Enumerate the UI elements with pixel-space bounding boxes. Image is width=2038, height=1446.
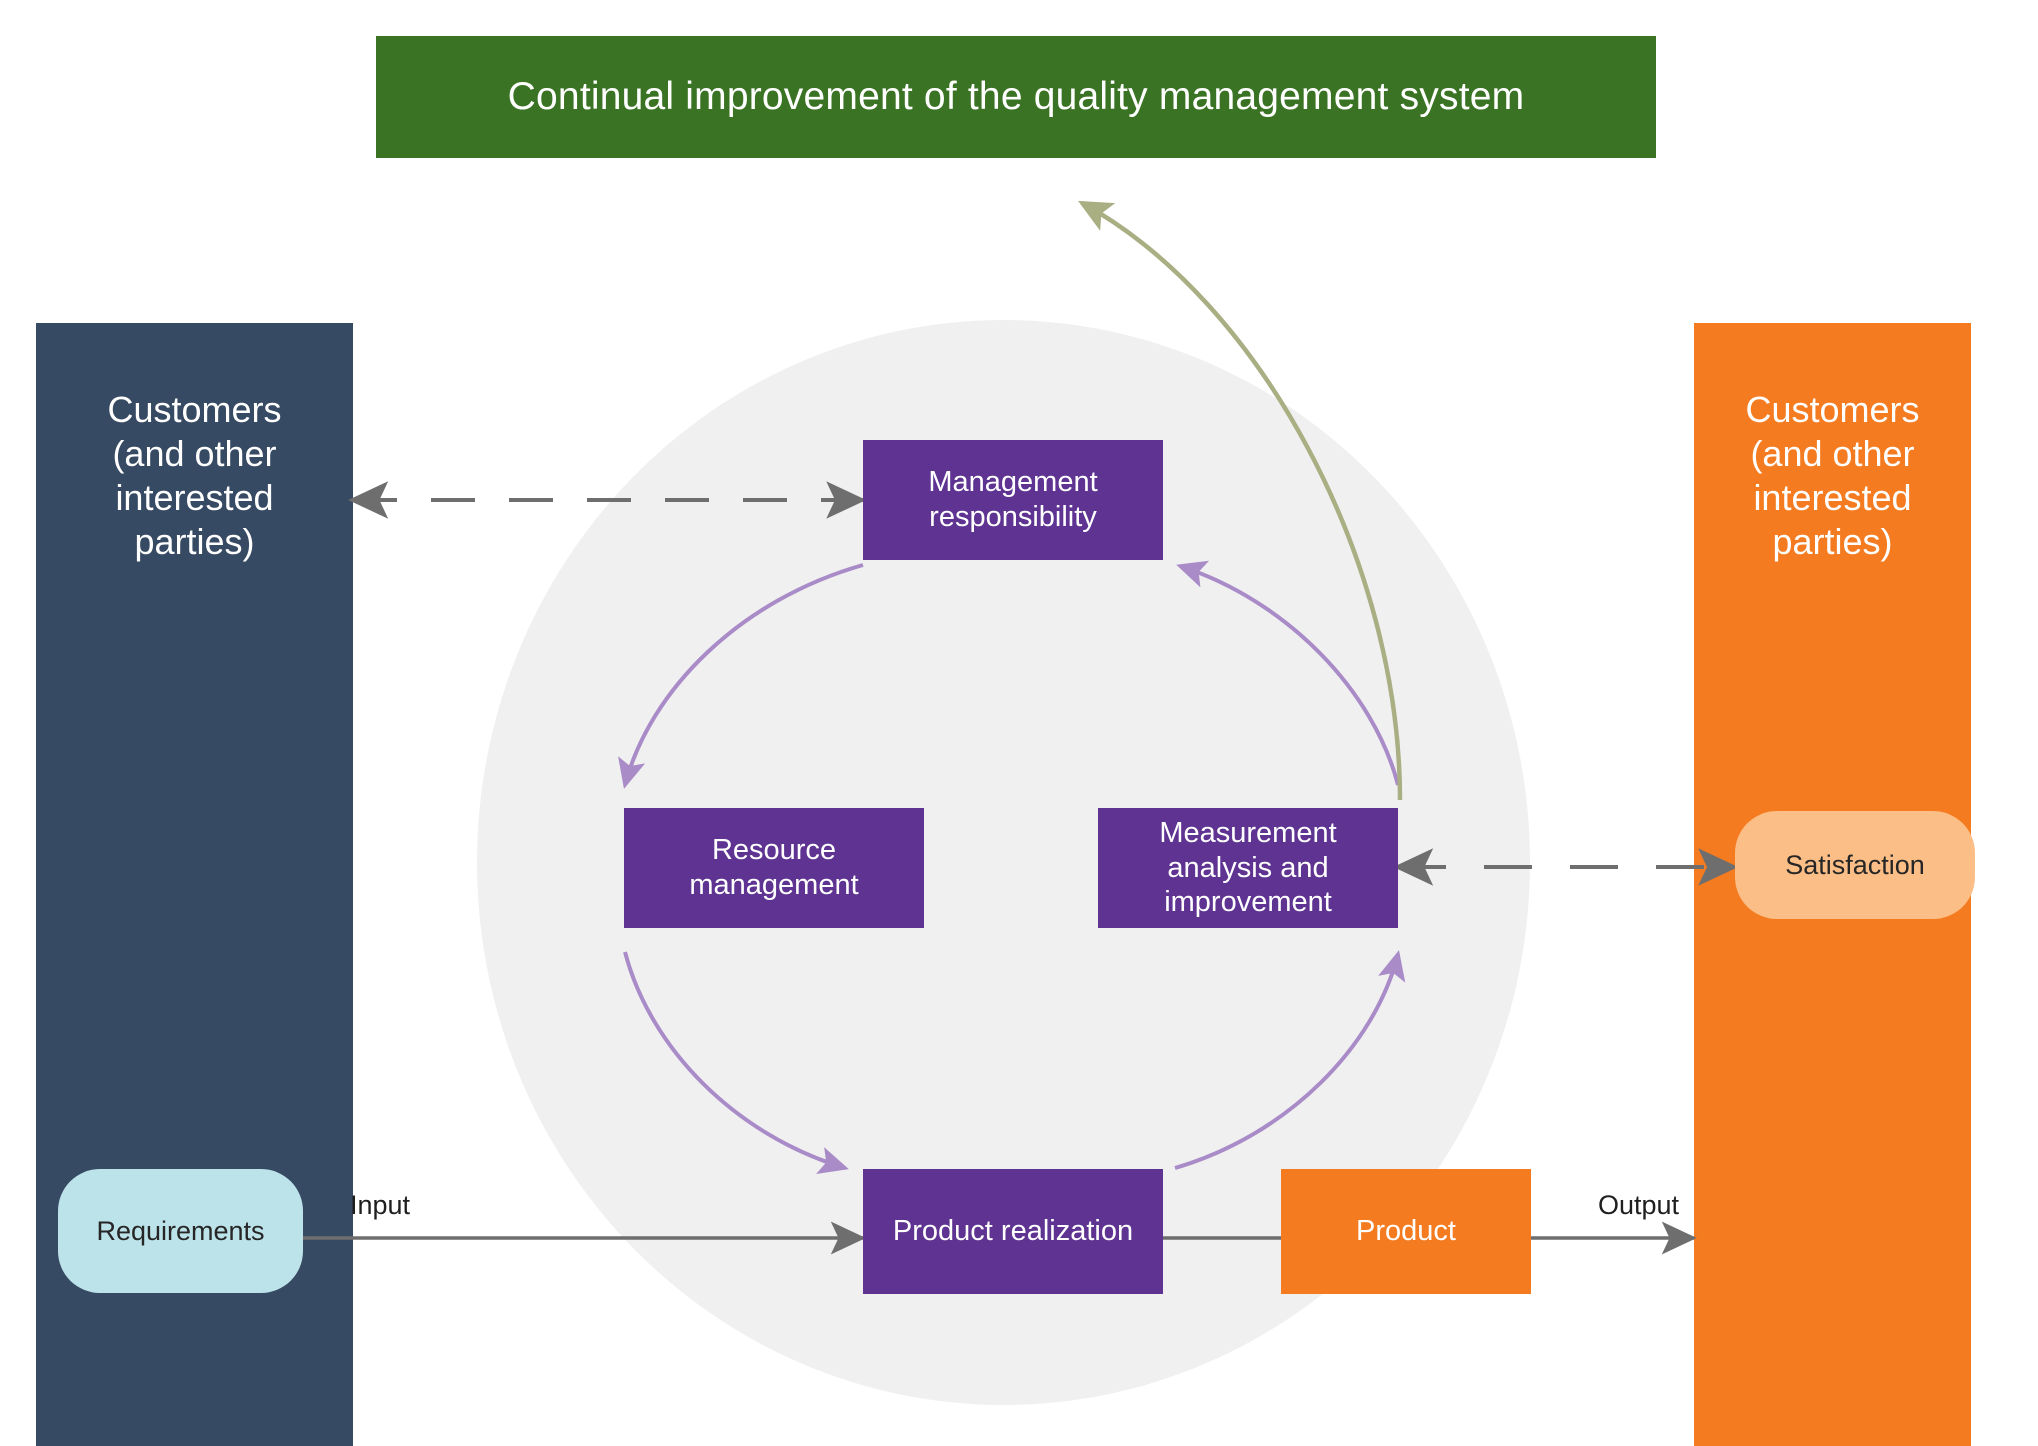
requirements-label: Requirements (96, 1215, 265, 1246)
process-box-resource-management[interactable]: Resource management (624, 808, 924, 928)
process-box-management-responsibility[interactable]: Management responsibility (863, 440, 1163, 560)
requirements-pill[interactable]: Requirements (58, 1169, 303, 1293)
customers-left-heading: Customers (and other interested parties) (36, 388, 353, 564)
process-box-measurement-analysis-improvement[interactable]: Measurement analysis and improvement (1098, 808, 1398, 928)
product-box-label: Product (1356, 1215, 1456, 1247)
process-box-label: Product realization (892, 1215, 1134, 1248)
heading-line: interested (115, 476, 274, 518)
customers-right-heading: Customers (and other interested parties) (1694, 388, 1971, 564)
product-box[interactable]: Product (1281, 1169, 1531, 1294)
heading-line: (and other (1750, 432, 1915, 474)
label-line: Resource (711, 834, 837, 867)
input-label: Input (350, 1190, 411, 1220)
label-line: Management (928, 466, 1098, 499)
heading-line: parties) (1772, 520, 1893, 562)
satisfaction-pill[interactable]: Satisfaction (1735, 811, 1975, 919)
title-banner: Continual improvement of the quality man… (376, 36, 1656, 158)
process-box-label: Measurement analysis and improvement (1159, 816, 1336, 920)
page-title: Continual improvement of the quality man… (507, 74, 1525, 118)
label-line: analysis and (1167, 851, 1329, 884)
label-line: Measurement (1159, 816, 1337, 849)
label-line: management (689, 869, 859, 901)
label-line: responsibility (929, 501, 1097, 533)
label-line: improvement (1164, 886, 1332, 919)
heading-line: (and other (112, 432, 277, 474)
process-box-label: Management responsibility (928, 465, 1097, 535)
output-label: Output (1598, 1190, 1680, 1220)
process-box-product-realization[interactable]: Product realization (863, 1169, 1163, 1294)
heading-line: interested (1753, 476, 1912, 518)
heading-line: Customers (107, 389, 282, 430)
heading-line: Customers (1745, 389, 1920, 430)
heading-line: parties) (134, 520, 255, 562)
satisfaction-label: Satisfaction (1785, 849, 1925, 880)
process-box-label: Resource management (689, 833, 858, 903)
